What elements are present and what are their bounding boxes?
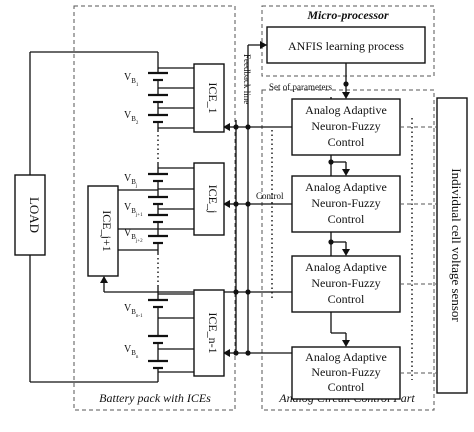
param-arrow-3 <box>342 249 350 256</box>
set-of-parameters-label: Set of parameters <box>269 82 332 92</box>
junction-dot <box>245 350 251 356</box>
junction-dot <box>245 201 251 207</box>
ice-n1: ICE_n-1 <box>193 289 225 377</box>
feedback-arrow <box>260 41 267 49</box>
battery-cell-b2b <box>148 113 168 124</box>
controller-4-line2: Neuron-Fuzzy <box>311 365 380 379</box>
ice-1: ICE_1 <box>193 63 225 133</box>
junction-dot <box>233 350 239 356</box>
junction-dot <box>328 159 334 165</box>
junction-dot <box>343 81 349 87</box>
microprocessor-boundary <box>261 5 435 77</box>
controller-2-line2: Neuron-Fuzzy <box>311 196 380 210</box>
cell-label-2: VB2 <box>124 110 139 126</box>
junction-dot <box>245 289 251 295</box>
ice-1-ctrl-arrow <box>223 123 230 131</box>
anfis-box <box>266 26 426 64</box>
cell-voltage-sensor-label: Individual cell voltage sensor <box>449 168 464 322</box>
cell-voltage-sensor-box <box>436 97 468 394</box>
ice-j: ICE_j <box>193 162 225 236</box>
battery-cell-bj2 <box>148 234 168 245</box>
controller-2-line1: Analog Adaptive <box>305 180 387 194</box>
battery-cell-bj <box>148 172 168 183</box>
param-arrow-2 <box>342 169 350 176</box>
battery-cell-bn <box>148 334 168 345</box>
param-arrow-4 <box>342 340 350 347</box>
controller-2-line3: Control <box>328 212 365 226</box>
junction-dot <box>233 201 239 207</box>
cell-label-1: VB1 <box>124 72 139 88</box>
battery-cell-bj1 <box>148 195 168 206</box>
ice-j-ctrl-arrow <box>223 200 230 208</box>
controller-3-line3: Control <box>328 292 365 306</box>
load-label: LOAD <box>27 197 42 233</box>
ice-j1-label: ICE_j+1 <box>100 210 114 251</box>
junction-dot <box>328 239 334 245</box>
cell-label-j: VBj <box>124 173 137 189</box>
ice-1-label: ICE_1 <box>206 82 220 113</box>
ice-j-label: ICE_j <box>206 185 220 214</box>
controller-1: Analog Adaptive Neuron-Fuzzy Control <box>291 98 401 156</box>
controller-4: Analog Adaptive Neuron-Fuzzy Control <box>291 346 401 400</box>
battery-cell-bj1b <box>148 213 168 224</box>
ice-n1-label: ICE_n-1 <box>206 312 220 353</box>
anfis-label: ANFIS learning process <box>288 39 404 53</box>
analog-part-boundary <box>261 89 435 411</box>
battery-cell-bnb <box>148 359 168 370</box>
controller-3: Analog Adaptive Neuron-Fuzzy Control <box>291 255 401 313</box>
battery-pack-label: Battery pack with ICEs <box>99 391 211 405</box>
battery-cell-b2 <box>148 93 168 104</box>
params-arrow <box>342 92 350 99</box>
controller-1-line2: Neuron-Fuzzy <box>311 119 380 133</box>
control-label: Control <box>256 191 284 201</box>
controller-3-line1: Analog Adaptive <box>305 260 387 274</box>
controller-1-line3: Control <box>328 135 365 149</box>
ice-j1: ICE_j+1 <box>87 185 119 277</box>
cell-label-j1: VBj+1 <box>124 202 143 218</box>
controller-4-line1: Analog Adaptive <box>305 350 387 364</box>
battery-cell-b1 <box>148 71 168 82</box>
controller-2: Analog Adaptive Neuron-Fuzzy Control <box>291 175 401 233</box>
ice-j1-ctrl-arrow <box>100 276 108 283</box>
controller-1-line1: Analog Adaptive <box>305 103 387 117</box>
microprocessor-label: Micro-processor <box>306 8 389 22</box>
controller-4-line3: Control <box>328 380 365 394</box>
junction-dot <box>233 289 239 295</box>
cell-label-j2: VBj+2 <box>124 228 143 244</box>
junction-dot <box>233 124 239 130</box>
battery-cell-bn1 <box>148 298 168 309</box>
feedback-line-label: Feedback line <box>242 54 252 104</box>
junction-dot <box>245 124 251 130</box>
cell-label-n1: VBn-1 <box>124 303 143 319</box>
load-box <box>14 174 46 256</box>
battery-pack-boundary <box>73 5 236 411</box>
ice-n1-ctrl-arrow <box>223 349 230 357</box>
controller-3-line2: Neuron-Fuzzy <box>311 276 380 290</box>
cell-label-n: VBn <box>124 344 139 360</box>
